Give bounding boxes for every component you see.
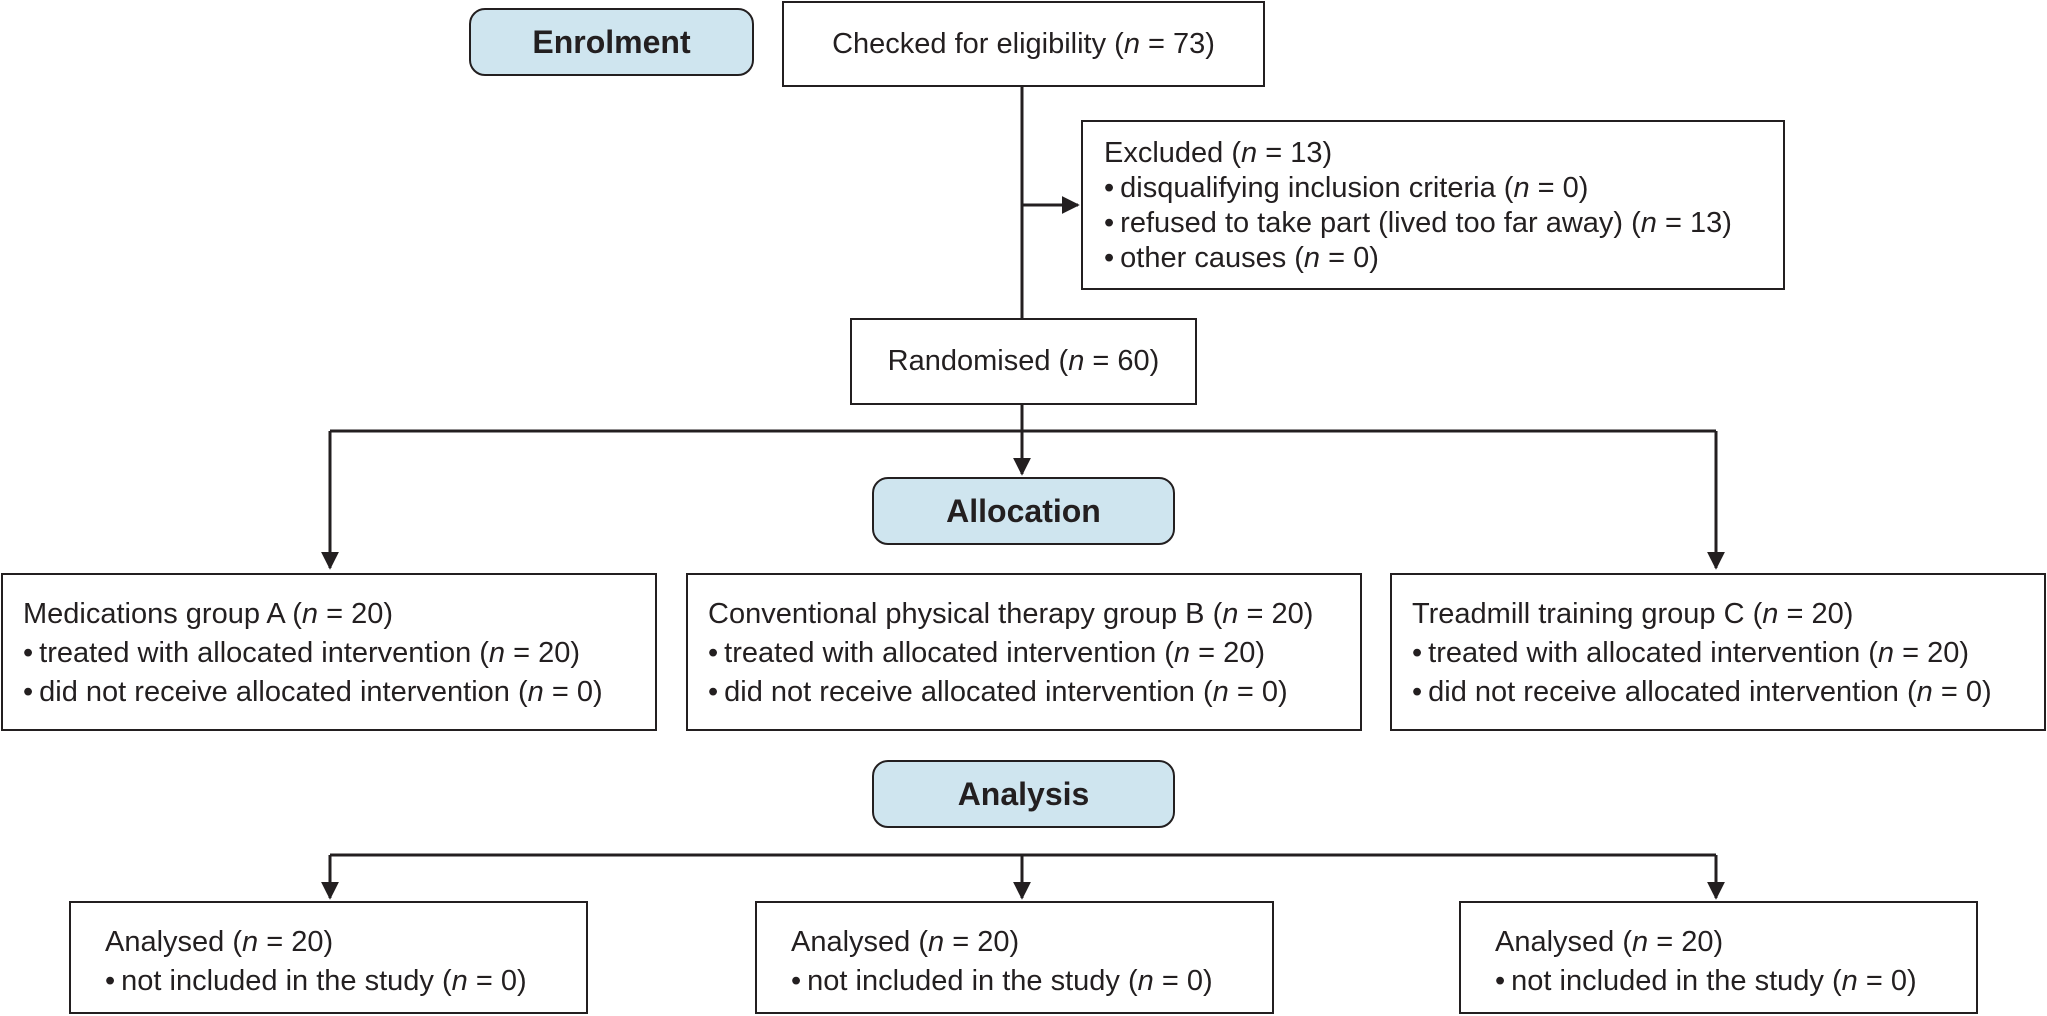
group-a-treated: •treated with allocated intervention (n …	[23, 637, 581, 669]
stage-label-enrolment-text: Enrolment	[532, 23, 691, 60]
analysis-a-title: Analysed (n = 20)	[105, 926, 334, 958]
group-c-title: Treadmill training group C (n = 20)	[1412, 598, 1854, 630]
stage-label-analysis-text: Analysis	[957, 775, 1090, 812]
excluded-item: •other causes (n = 0)	[1104, 242, 1379, 274]
eligibility-box: Checked for eligibility (n = 73)	[782, 1, 1265, 87]
stage-label-allocation-text: Allocation	[946, 492, 1101, 529]
analysis-a-box: Analysed (n = 20) •not included in the s…	[69, 901, 588, 1014]
excluded-heading: Excluded (n = 13)	[1104, 137, 1333, 169]
group-a-not-received: •did not receive allocated intervention …	[23, 676, 603, 708]
analysis-c-title: Analysed (n = 20)	[1495, 926, 1724, 958]
randomised-text: Randomised (n = 60)	[887, 345, 1160, 377]
group-c-not-received: •did not receive allocated intervention …	[1412, 676, 1992, 708]
excluded-item: •disqualifying inclusion criteria (n = 0…	[1104, 172, 1589, 204]
analysis-a-excluded: •not included in the study (n = 0)	[105, 965, 527, 997]
analysis-c-excluded: •not included in the study (n = 0)	[1495, 965, 1917, 997]
randomised-box: Randomised (n = 60)	[850, 318, 1197, 405]
group-b-box: Conventional physical therapy group B (n…	[686, 573, 1362, 731]
stage-label-enrolment: Enrolment	[469, 8, 754, 76]
group-c-box: Treadmill training group C (n = 20) •tre…	[1390, 573, 2046, 731]
eligibility-text: Checked for eligibility (n = 73)	[832, 27, 1215, 60]
group-b-treated: •treated with allocated intervention (n …	[708, 637, 1266, 669]
group-c-treated: •treated with allocated intervention (n …	[1412, 637, 1970, 669]
group-a-title: Medications group A (n = 20)	[23, 598, 393, 630]
analysis-b-title: Analysed (n = 20)	[791, 926, 1020, 958]
stage-label-allocation: Allocation	[872, 477, 1175, 545]
analysis-c-box: Analysed (n = 20) •not included in the s…	[1459, 901, 1978, 1014]
group-b-title: Conventional physical therapy group B (n…	[708, 598, 1314, 630]
group-a-box: Medications group A (n = 20) •treated wi…	[1, 573, 657, 731]
analysis-b-excluded: •not included in the study (n = 0)	[791, 965, 1213, 997]
analysis-b-box: Analysed (n = 20) •not included in the s…	[755, 901, 1274, 1014]
excluded-box: Excluded (n = 13) •disqualifying inclusi…	[1081, 120, 1785, 290]
stage-label-analysis: Analysis	[872, 760, 1175, 828]
group-b-not-received: •did not receive allocated intervention …	[708, 676, 1288, 708]
excluded-item: •refused to take part (lived too far awa…	[1104, 207, 1732, 239]
